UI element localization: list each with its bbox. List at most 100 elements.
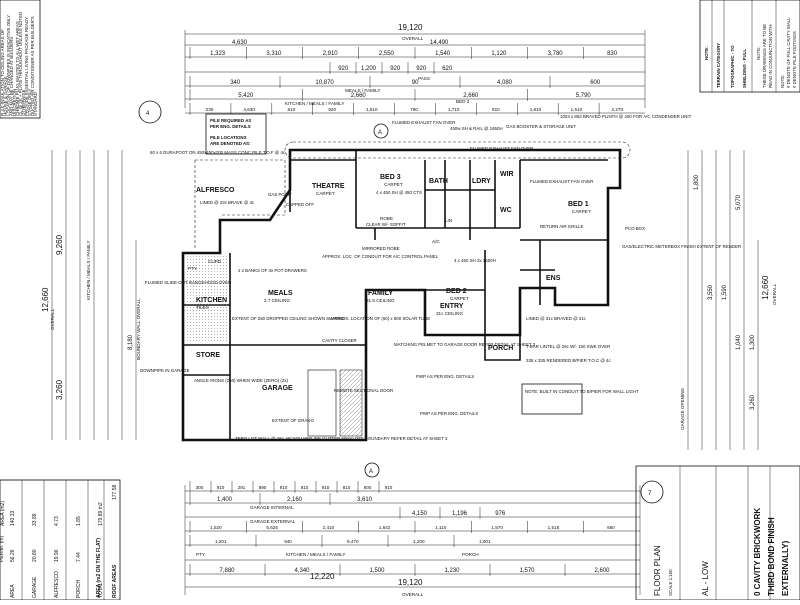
right-dim-1800: 1,800 [694, 174, 700, 190]
bot-row1-dim-3: 890 [259, 485, 267, 490]
area-cell-3-1: 7.44 [76, 552, 82, 562]
room-kitchen-sub: TILES [196, 305, 209, 310]
pile-note-4: ARE DENOTED AS: [210, 141, 251, 146]
note-capped: CAPPED OFF [286, 202, 314, 207]
bot-row3-dim-1: 1,196 [452, 511, 468, 517]
bot-row1-dim-0: 300 [196, 485, 204, 490]
top-pass-label: PASS [418, 76, 430, 81]
note-mirrored-robe: MIRRORED ROBE [362, 246, 400, 251]
note-angle-irons: ANGLE IRONS (250) WHEN WIDE (ZERO) (2x) [194, 378, 288, 383]
marker-4: 4 [146, 111, 150, 117]
bot-row2-label-b: GARAGE EXTERNAL [250, 519, 296, 524]
note-brick-plinth: 1003 x 853 BRAVED PLINTH @ 450 FOR A/C C… [560, 114, 692, 119]
bot-row5-label-pty: PTY [196, 552, 205, 557]
note-slide-hood: FLUMED SLIDE-OUT RANGEHOOD OVER [145, 280, 231, 285]
note-ducts: 60 x 6 DURAFOOT ON 450x450x200 MASS CONC… [150, 150, 286, 155]
area-cell-3-2: 1.85 [76, 516, 82, 526]
note-mirror-robe: 4 x 450 SH @ 450 CTS [376, 190, 422, 195]
bot-row2-dim-2: 3,610 [357, 497, 373, 503]
top-row4-dim-1: 10,870 [315, 80, 334, 86]
right-note-line-1: TERRAIN CATEGORY [716, 43, 721, 88]
bot-row6-dim-5: 2,600 [595, 568, 611, 574]
bot-row1-dim-2: 291 [238, 485, 246, 490]
area-cell-1-2: 33.89 [32, 513, 38, 526]
garage-door-zone [339, 369, 363, 437]
area-cell-0-1: 56.26 [10, 549, 16, 562]
right-notes-panel: NOTE: TERRAIN CATEGORY TOPOGRAPHIC - TO … [699, 0, 800, 93]
section-markers: A A 4 [138, 100, 389, 478]
top-row2-dim-4: 1,540 [435, 51, 451, 57]
room-family: FAMILY [368, 290, 393, 297]
bot-row6-dim-1: 4,340 [295, 568, 311, 574]
left-note-line-3: AND MAY BE CHANGED AT BUILDERS [9, 37, 14, 116]
title-block: FLOOR PLAN SCALE 1:100 0 CAVITY BRICKWOR… [635, 465, 800, 601]
left-note-line-2: LOCATION OF DOWNPIPES IS INDICATIVE ONLY [6, 15, 11, 116]
note-rail: 450w SH & RAIL @ 1650H [450, 126, 503, 131]
marker-7: 7 [648, 491, 652, 497]
built-in-note-box [521, 383, 583, 415]
roof-areas-total: 177.58 [112, 484, 118, 500]
top-row3-dim-1: 1,200 [361, 66, 377, 72]
top-row1-dim-b: 14,490 [430, 40, 449, 46]
top-row4-dim-3: 4,080 [497, 80, 513, 86]
note-downpipe: DOWNPIPE IN GARAGE [140, 368, 190, 373]
room-ldry: LDRY [472, 178, 491, 185]
note-flumed-2: FLUMED EXHAUST FAN OVER [470, 146, 533, 151]
room-entry-ceiling: 31c CEILING [436, 311, 463, 316]
area-cell-1-1: 20.80 [32, 549, 38, 562]
bot-row4-dim-7: 660 [607, 525, 615, 530]
note-lined-31c: LINED @ 31c BRAVED @ 31c [526, 316, 587, 321]
brick-line-2: THIRD BOND FINISH [767, 517, 776, 596]
room-store: STORE [196, 352, 220, 359]
top-overall-label: OVERALL [402, 36, 424, 41]
bot-row1-dim-9: 910 [385, 485, 393, 490]
note-soffit: CLEAR W/- SOFFIT [366, 222, 406, 227]
right-note2-line-1: THESE DRAWINGS ARE TO BE [762, 24, 767, 88]
top-row6-dim-2: 810 [287, 107, 295, 112]
top-row2-dim-1: 3,310 [266, 51, 282, 57]
room-labels: THEATRE CARPET BED 3 CARPET BATH LDRY WI… [188, 171, 591, 392]
note-flumed-1: FLUMED EXHAUST FAN OVER [392, 120, 455, 125]
area-cell-2-1: 19.96 [54, 549, 60, 562]
right-dimensions: 12,660 OVERALL 5,070 3,260 1,590 1,300 1… [680, 150, 777, 450]
left-notes-panel: R 4.0 INSULATION TO CEILING AREAS OFHOUS… [0, 0, 41, 119]
title-floor-plan: FLOOR PLAN [653, 545, 662, 596]
area-header-2: AREA (m2) [0, 501, 6, 526]
pile-note-box [205, 113, 267, 155]
note-conduit: APPROX. LOC. OF CONDUIT FOR A/C CONTROL … [322, 254, 439, 259]
left-note-line-4: DISCRETION [12, 89, 17, 116]
bot-row6-dim-0: 7,880 [220, 568, 236, 574]
section-marker-a-bottom: A [369, 469, 373, 475]
bot-row5-label-a: KITCHEN / MEALS / FAMILY [286, 552, 345, 557]
bot-row4-dim-1: 5,625 [266, 525, 278, 530]
bot-row5-dim-0: 1,201 [215, 539, 227, 544]
bot-row3-dim-2: 976 [495, 511, 506, 517]
note-extent-grano: EXTENT OF GRANO [272, 418, 314, 423]
top-row4-dim-0: 340 [230, 80, 241, 86]
room-garage: GARAGE [262, 385, 293, 392]
top-row2-dim-2: 2,910 [323, 51, 339, 57]
right-note-line-3: SHIELDING - FULL [742, 49, 747, 88]
right-dim-1590: 1,590 [722, 284, 728, 300]
left-note-line-9: STAGE ONLY [27, 89, 32, 116]
area-header-1: PERIM. (m) [0, 536, 5, 562]
pile-note-1: PILE REQUIRED AS [210, 118, 251, 123]
right-dim-1300: 1,300 [750, 334, 756, 350]
left-dim-8180: 8,180 [128, 334, 134, 350]
brick-line-3: EXTERNALLY) [781, 540, 790, 596]
area-table: AREA56.26140.33GARAGE20.8033.89ALFRESCO1… [0, 479, 121, 601]
top-row4-label: MEALS / FAMILY [345, 88, 380, 93]
left-note-line-1: HOUSE & GARAGE [3, 76, 8, 116]
top-row2-dim-7: 830 [607, 51, 618, 57]
note-pwp-2: PWP AS PER ENG. DETAILS [420, 411, 478, 416]
note-gas-booster: GAS BOOSTER & STORAGE UNIT [506, 124, 576, 129]
left-label-kitchen-meals: KITCHEN / MEALS / FAMILY [86, 241, 91, 300]
top-row2-dim-0: 1,323 [210, 51, 226, 57]
note-pot-drawers: 2 x BANKS OF 3x POT DRAWERS [238, 268, 307, 273]
top-row6-dim-9: 1,510 [571, 107, 583, 112]
top-row3-dim-3: 920 [416, 66, 427, 72]
note-wall-41: 4 x 450 SH 2x 1650H [454, 258, 496, 263]
